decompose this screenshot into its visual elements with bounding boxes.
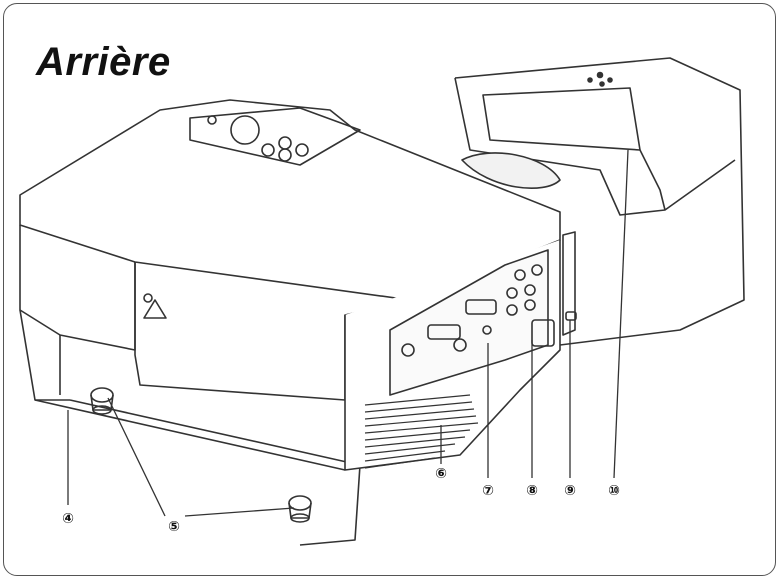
callout-labels: ④ ⑤ ⑥ ⑦ ⑧ ⑨ ⑩ — [62, 466, 620, 535]
sensor-dot-icon — [599, 81, 605, 87]
callout-10: ⑩ — [608, 483, 620, 499]
vga-port-icon — [427, 324, 461, 340]
callout-5: ⑤ — [168, 519, 180, 535]
ac-inlet-icon — [531, 319, 555, 347]
callout-9: ⑨ — [564, 483, 576, 499]
callout-4: ④ — [62, 511, 74, 527]
sensor-dot-icon — [607, 77, 613, 83]
power-button-icon — [230, 115, 260, 145]
vga-port-icon — [465, 299, 497, 315]
adjustable-feet — [90, 387, 312, 523]
security-slot-icon — [565, 311, 577, 321]
callout-8: ⑧ — [526, 483, 538, 499]
sensor-dot-icon — [596, 71, 604, 79]
warning-triangle-icon — [143, 299, 167, 319]
callout-6: ⑥ — [435, 466, 447, 482]
connector-panel — [389, 231, 577, 396]
projection-head — [454, 57, 745, 346]
leader-lines — [67, 149, 629, 517]
ventilation-grille — [364, 394, 479, 469]
sensor-dot-icon — [587, 77, 593, 83]
callout-7: ⑦ — [482, 483, 494, 499]
figure-title: Arrière — [36, 40, 171, 84]
